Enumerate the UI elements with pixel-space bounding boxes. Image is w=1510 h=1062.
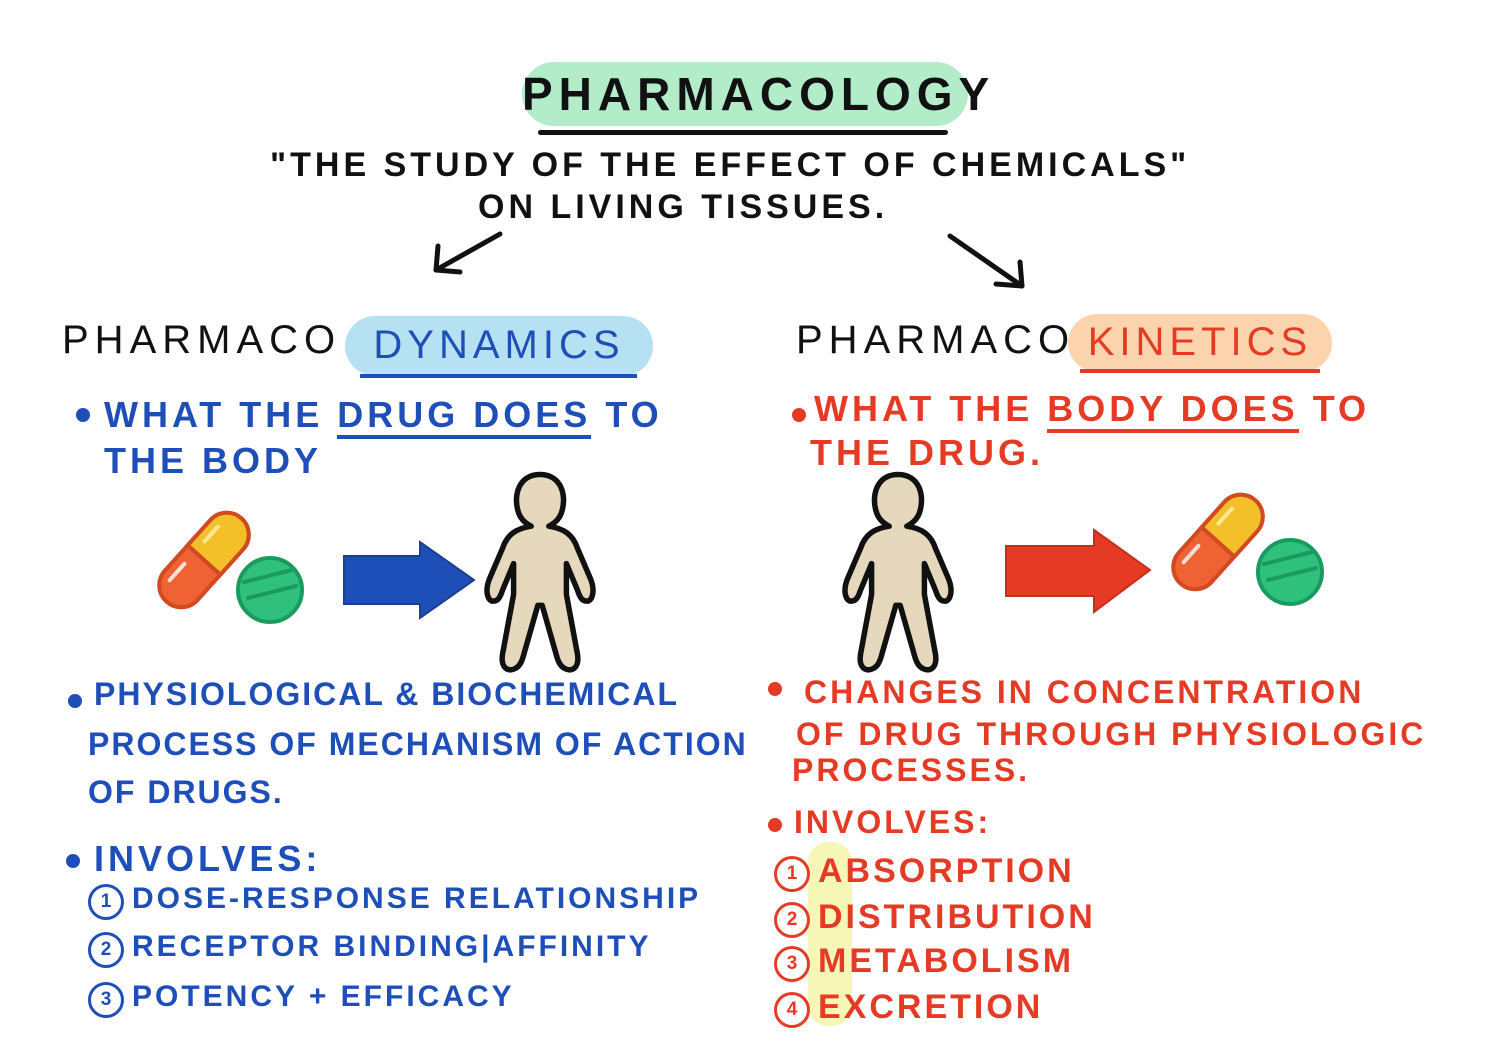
number-badge: 4 bbox=[774, 992, 810, 1028]
kinetics-bullet1-after: TO bbox=[1298, 388, 1371, 429]
kinetics-involves-label: INVOLVES: bbox=[794, 804, 992, 840]
capsule-icon bbox=[1162, 483, 1274, 601]
definition-line-1: "THE STUDY OF THE EFFECT OF CHEMICALS" bbox=[270, 146, 1191, 184]
number-badge: 3 bbox=[88, 982, 124, 1018]
kinetics-bullet1-line1: WHAT THE BODY DOES TO bbox=[814, 388, 1371, 433]
number-badge: 1 bbox=[88, 884, 124, 920]
highlight-bar bbox=[808, 842, 852, 1026]
kinetics-item-text: ABSORPTION bbox=[818, 852, 1075, 890]
bullet-dot bbox=[66, 854, 80, 868]
number-badge: 2 bbox=[88, 932, 124, 968]
kinetics-bullet1-line2: THE DRUG. bbox=[810, 432, 1044, 473]
definition-line-2: ON LIVING TISSUES. bbox=[478, 188, 889, 226]
dynamics-suffix: DYNAMICS bbox=[373, 323, 625, 367]
bullet-dot bbox=[792, 408, 806, 422]
title-pill bbox=[522, 62, 968, 126]
dynamics-bullet1-line2: THE BODY bbox=[104, 440, 323, 481]
kinetics-item-text: EXCRETION bbox=[818, 988, 1044, 1026]
dynamics-item-text: DOSE-RESPONSE RELATIONSHIP bbox=[132, 882, 702, 915]
bullet-dot bbox=[68, 694, 82, 708]
tablet-icon bbox=[1256, 538, 1324, 606]
right-arrow-icon bbox=[343, 540, 476, 620]
kinetics-bullet1-before: WHAT THE bbox=[814, 388, 1048, 429]
kinetics-underline bbox=[1080, 369, 1320, 373]
bullet-dot bbox=[768, 818, 782, 832]
kinetics-prefix: PHARMACO bbox=[796, 318, 1076, 362]
page-title: PHARMACOLOGY bbox=[522, 68, 996, 120]
number-badge: 3 bbox=[774, 946, 810, 982]
dynamics-bullet1-emph: DRUG DOES bbox=[337, 394, 592, 439]
dynamics-bullet1-before: WHAT THE bbox=[104, 394, 338, 435]
kinetics-bullet2-line1: CHANGES IN CONCENTRATION bbox=[804, 674, 1365, 710]
kinetics-bullet1-emph: BODY DOES bbox=[1047, 388, 1299, 433]
dynamics-underline bbox=[360, 374, 637, 378]
kinetics-item-text: METABOLISM bbox=[818, 942, 1075, 980]
kinetics-pill bbox=[1068, 314, 1332, 372]
dynamics-item-text: RECEPTOR BINDING|AFFINITY bbox=[132, 930, 652, 963]
kinetics-item-text: DISTRIBUTION bbox=[818, 898, 1096, 936]
dynamics-item-text: POTENCY + EFFICACY bbox=[132, 980, 515, 1013]
dynamics-bullet2-line2: PROCESS OF MECHANISM OF ACTION bbox=[88, 726, 748, 762]
bullet-dot bbox=[768, 682, 782, 696]
dynamics-bullet2-line3: OF DRUGS. bbox=[88, 774, 284, 810]
kinetics-bullet2-line3: PROCESSES. bbox=[792, 752, 1031, 788]
dynamics-bullet1-after: TO bbox=[591, 394, 663, 435]
dynamics-involves-label: INVOLVES: bbox=[94, 838, 322, 879]
left-branch-arrow bbox=[433, 231, 503, 273]
bullet-dot bbox=[76, 408, 90, 422]
dynamics-pill bbox=[345, 316, 653, 376]
number-badge: 2 bbox=[774, 902, 810, 938]
title-underline bbox=[538, 130, 948, 135]
kinetics-bullet2-line2: OF DRUG THROUGH PHYSIOLOGIC bbox=[796, 716, 1427, 752]
right-arrow-icon bbox=[1005, 528, 1152, 614]
tablet-icon bbox=[236, 556, 304, 624]
dynamics-bullet2-line1: PHYSIOLOGICAL & BIOCHEMICAL bbox=[94, 676, 679, 712]
left-branch-arrowhead bbox=[433, 243, 463, 275]
dynamics-prefix: PHARMACO bbox=[62, 318, 342, 362]
body-figure-icon bbox=[487, 475, 593, 670]
body-figure-icon bbox=[845, 475, 951, 670]
kinetics-suffix: KINETICS bbox=[1087, 320, 1313, 364]
right-branch-arrowhead bbox=[993, 259, 1025, 289]
number-badge: 1 bbox=[774, 856, 810, 892]
right-branch-arrow bbox=[947, 233, 1025, 289]
dynamics-bullet1-line1: WHAT THE DRUG DOES TO bbox=[104, 394, 663, 439]
